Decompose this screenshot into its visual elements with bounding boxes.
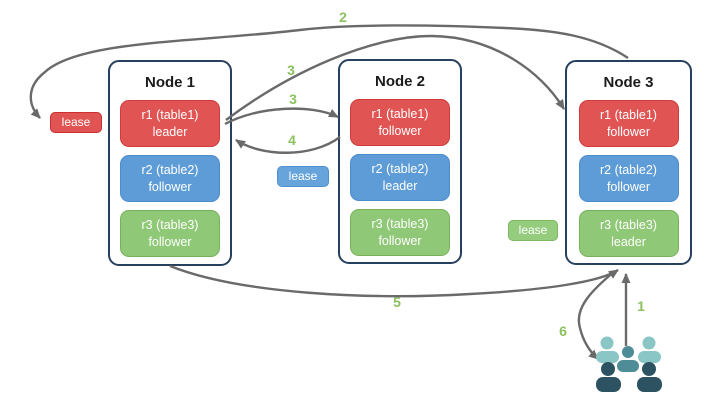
lease-badge-r2: lease [277, 166, 329, 187]
node-2-replica-r2: r2 (table2) leader [350, 154, 450, 201]
node-1-replica-r1: r1 (table1) leader [120, 100, 220, 147]
node-3: Node 3 r1 (table1) follower r2 (table2) … [565, 60, 692, 265]
node-1-replica-r2: r2 (table2) follower [120, 155, 220, 202]
node-3-title: Node 3 [603, 74, 654, 91]
arrow-step-3-to-node2 [224, 107, 339, 126]
step-label-3a: 3 [287, 62, 295, 78]
replica-role: follower [606, 124, 651, 139]
lease-badge-r3: lease [508, 220, 558, 241]
step-label-2: 2 [339, 9, 347, 25]
node-1: Node 1 r1 (table1) leader r2 (table2) fo… [108, 60, 232, 266]
replica-name: r1 (table1) [141, 108, 199, 123]
node-2-replica-r3: r3 (table3) follower [350, 209, 450, 256]
replica-name: r2 (table2) [371, 162, 429, 177]
step-label-3b: 3 [289, 91, 297, 107]
node-2-replica-r1: r1 (table1) follower [350, 99, 450, 146]
node-1-replica-r3: r3 (table3) follower [120, 210, 220, 257]
replica-name: r1 (table1) [371, 107, 429, 122]
replica-name: r2 (table2) [600, 163, 657, 178]
node-3-replica-r1: r1 (table1) follower [578, 100, 679, 147]
node-1-title: Node 1 [144, 74, 195, 91]
replica-role: follower [378, 233, 422, 248]
step-label-6: 6 [559, 323, 567, 339]
replica-role: follower [148, 234, 192, 249]
replica-role: leader [382, 178, 418, 193]
replica-name: r2 (table2) [141, 163, 199, 178]
arrow-step-6 [577, 270, 616, 360]
node-3-replica-r3: r3 (table3) leader [578, 210, 679, 257]
replica-role: leader [152, 124, 188, 139]
lease-badge-r1: lease [50, 112, 102, 133]
step-label-1: 1 [637, 298, 645, 314]
replica-role: follower [148, 179, 192, 194]
replica-name: r3 (table3) [600, 218, 657, 233]
replica-role: follower [606, 179, 651, 194]
replica-role: follower [378, 123, 422, 138]
step-label-4: 4 [288, 132, 296, 148]
users-group-icon [596, 336, 662, 392]
node-2-title: Node 2 [374, 73, 425, 90]
replica-name: r1 (table1) [600, 108, 657, 123]
replica-name: r3 (table3) [141, 218, 199, 233]
replica-role: leader [611, 234, 646, 249]
arrow-step-5 [169, 264, 619, 298]
node-3-replica-r2: r2 (table2) follower [578, 155, 679, 202]
step-label-5: 5 [393, 294, 401, 310]
node-2: Node 2 r1 (table1) follower r2 (table2) … [338, 59, 462, 264]
replica-name: r3 (table3) [371, 217, 429, 232]
